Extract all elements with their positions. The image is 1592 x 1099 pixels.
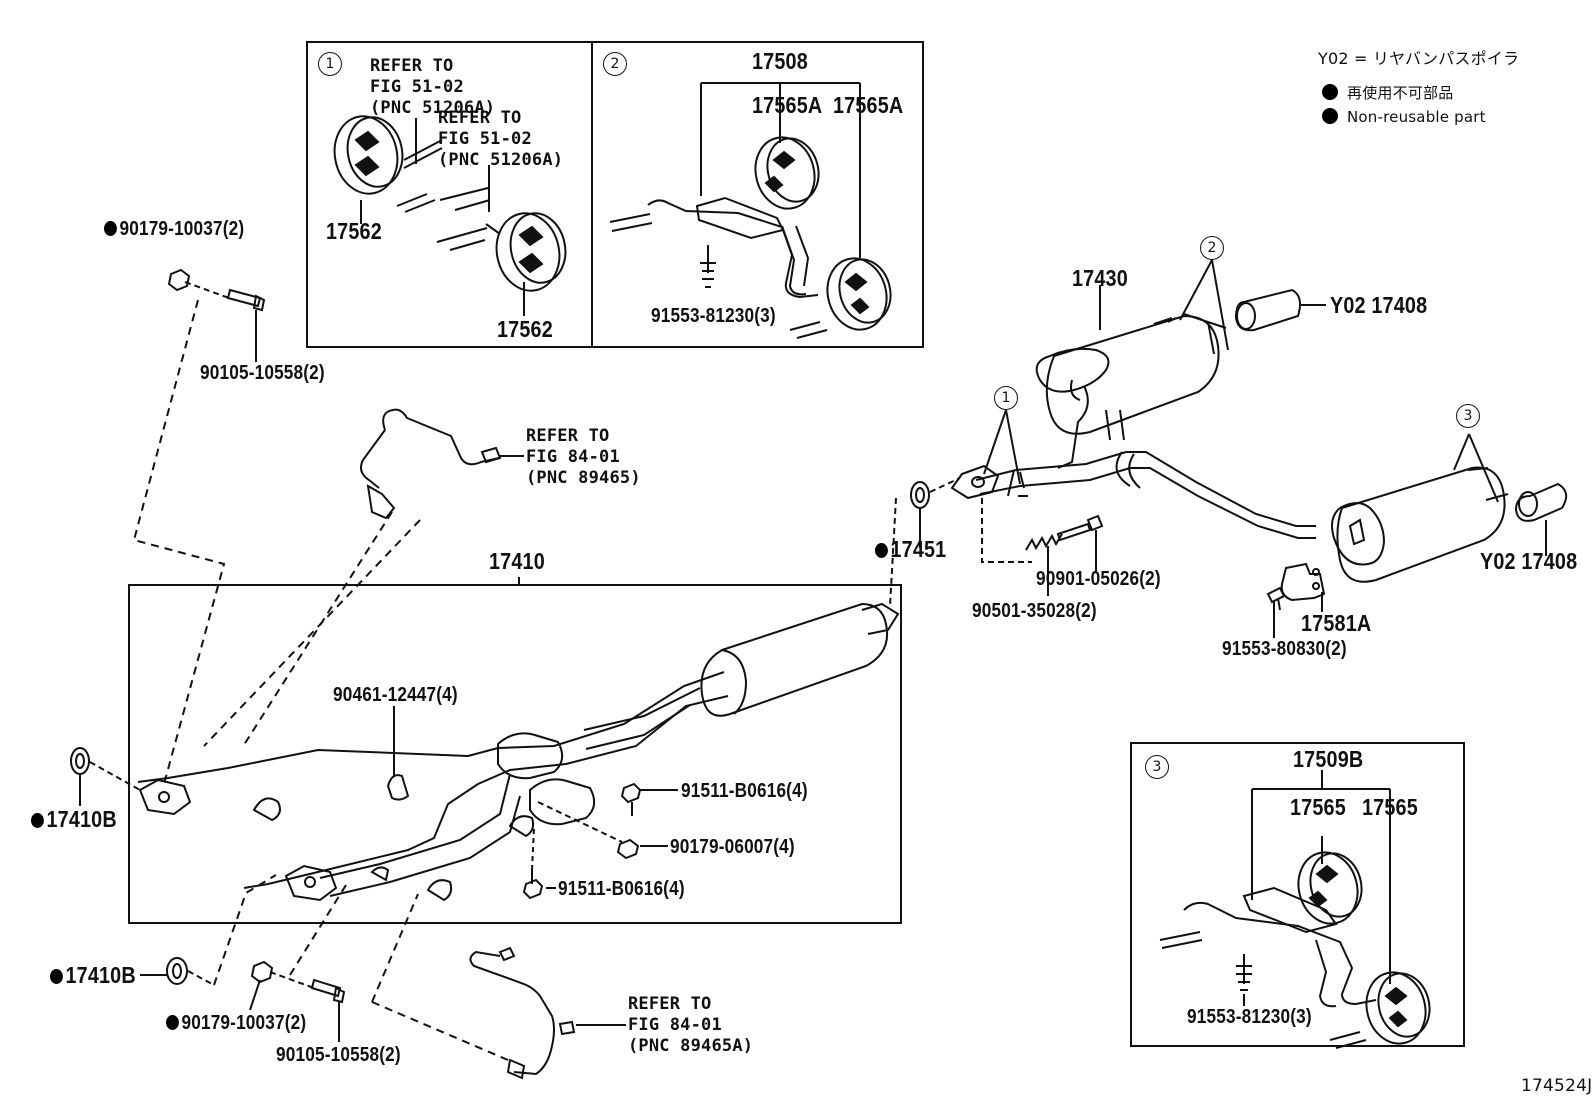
part-91553-81230-a[interactable]: 91553-81230(3) — [651, 305, 776, 327]
rear-muffler-17430 — [1035, 313, 1227, 469]
part-17565a-a[interactable]: 17565A — [752, 92, 823, 118]
detail-box-3 — [1130, 742, 1465, 1047]
part-17581a[interactable]: 17581A — [1301, 610, 1372, 636]
detail-3-number: 3 — [1145, 755, 1169, 779]
bolt-bottom — [310, 978, 346, 1004]
part-91553-81230-b[interactable]: 91553-81230(3) — [1187, 1006, 1312, 1028]
part-y02-17408-right[interactable]: Y02 17408 — [1480, 548, 1578, 574]
clamp-c — [508, 815, 535, 838]
part-90501-35028[interactable]: 90501-35028(2) — [972, 600, 1097, 622]
detail-1-ref-a: REFER TO FIG 51-02 (PNC 51206A) — [370, 56, 496, 118]
part-90179-10037-bottom[interactable]: 90179-10037(2) — [166, 1012, 306, 1035]
part-91511-b0616-a[interactable]: 91511-B0616(4) — [681, 780, 808, 802]
bolt-top — [226, 288, 266, 312]
part-17562-a[interactable]: 17562 — [326, 218, 382, 244]
center-pipe — [950, 409, 1316, 539]
non-reusable-dot-icon — [1322, 84, 1338, 100]
figure-code: 174524J — [1521, 1076, 1592, 1096]
part-90461-12447[interactable]: 90461-12447(4) — [333, 684, 458, 706]
clamp-d — [426, 879, 453, 902]
part-17410b-bottom[interactable]: 17410B — [50, 962, 136, 989]
part-17410[interactable]: 17410 — [489, 548, 545, 574]
hanger-17562-b — [495, 212, 567, 292]
detail-2-number: 2 — [603, 52, 627, 76]
spring-90501 — [1025, 533, 1063, 551]
callout-2: 2 — [1200, 236, 1224, 260]
non-reusable-dot-icon — [1322, 108, 1338, 124]
hanger-17565-a — [1297, 851, 1363, 925]
tail-pipe-right — [1514, 482, 1568, 522]
hanger-17562-a — [333, 115, 404, 195]
nut-bottom — [250, 960, 274, 984]
part-17565-a[interactable]: 17565 — [1290, 794, 1346, 820]
legend-y02: Y02 = リヤバンパスポイラ — [1318, 49, 1520, 68]
part-91553-80830[interactable]: 91553-80830(2) — [1222, 638, 1347, 660]
bolt-91553-80830 — [1266, 586, 1286, 611]
gasket-17410b-bottom — [166, 957, 188, 985]
clamp-a — [252, 797, 281, 822]
part-17430[interactable]: 17430 — [1072, 265, 1128, 291]
nut-90179-06007 — [616, 838, 640, 860]
legend-jp-text: 再使用不可部品 — [1347, 84, 1454, 102]
o2-sensor-b — [469, 946, 576, 1080]
ref-sensor-b: REFER TO FIG 84-01 (PNC 89465A) — [628, 994, 754, 1056]
gasket-17451 — [910, 481, 930, 509]
o2-sensor-a — [360, 408, 502, 520]
front-pipe-17410 — [137, 602, 900, 902]
legend-row-jp: 再使用不可部品 — [1322, 82, 1453, 103]
detail-1-ref-b: REFER TO FIG 51-02 (PNC 51206A) — [438, 108, 564, 170]
part-17410b-left[interactable]: 17410B — [31, 806, 117, 833]
bolt-91511-a — [620, 782, 642, 816]
legend-row-en: Non-reusable part — [1322, 108, 1486, 126]
bolt-90901 — [1056, 514, 1104, 542]
main-assembly-box — [128, 584, 902, 924]
part-17508[interactable]: 17508 — [752, 48, 808, 74]
gasket-17410b-left — [70, 747, 90, 775]
part-90179-06007[interactable]: 90179-06007(4) — [670, 836, 795, 858]
part-17565-b[interactable]: 17565 — [1362, 794, 1418, 820]
callout-1: 1 — [994, 386, 1018, 410]
part-17565a-b[interactable]: 17565A — [833, 92, 904, 118]
part-90105-10558-top[interactable]: 90105-10558(2) — [200, 362, 325, 384]
legend-en-text: Non-reusable part — [1347, 108, 1486, 126]
part-90901-05026[interactable]: 90901-05026(2) — [1036, 568, 1161, 590]
bracket-17581a — [1280, 562, 1326, 602]
part-17509b[interactable]: 17509B — [1293, 746, 1364, 772]
ref-sensor-a: REFER TO FIG 84-01 (PNC 89465) — [526, 426, 641, 488]
part-90179-10037-top[interactable]: 90179-10037(2) — [104, 218, 244, 241]
detail-box-1-2 — [306, 41, 924, 348]
nut-top — [167, 268, 191, 292]
hanger-17565a-a — [754, 136, 820, 210]
clamp-b — [386, 774, 410, 801]
part-y02-17408-top[interactable]: Y02 17408 — [1330, 292, 1428, 318]
hanger-17565-b — [1365, 971, 1431, 1045]
callout-3: 3 — [1456, 404, 1480, 428]
part-17562-b[interactable]: 17562 — [497, 316, 553, 342]
hanger-17565a-b — [826, 257, 892, 331]
tail-pipe-top — [1234, 288, 1301, 332]
part-91511-b0616-b[interactable]: 91511-B0616(4) — [558, 878, 685, 900]
bolt-91511-b — [522, 870, 544, 900]
detail-1-number: 1 — [318, 52, 342, 76]
part-17451[interactable]: 17451 — [875, 536, 946, 563]
part-90105-10558-bottom[interactable]: 90105-10558(2) — [276, 1044, 401, 1066]
